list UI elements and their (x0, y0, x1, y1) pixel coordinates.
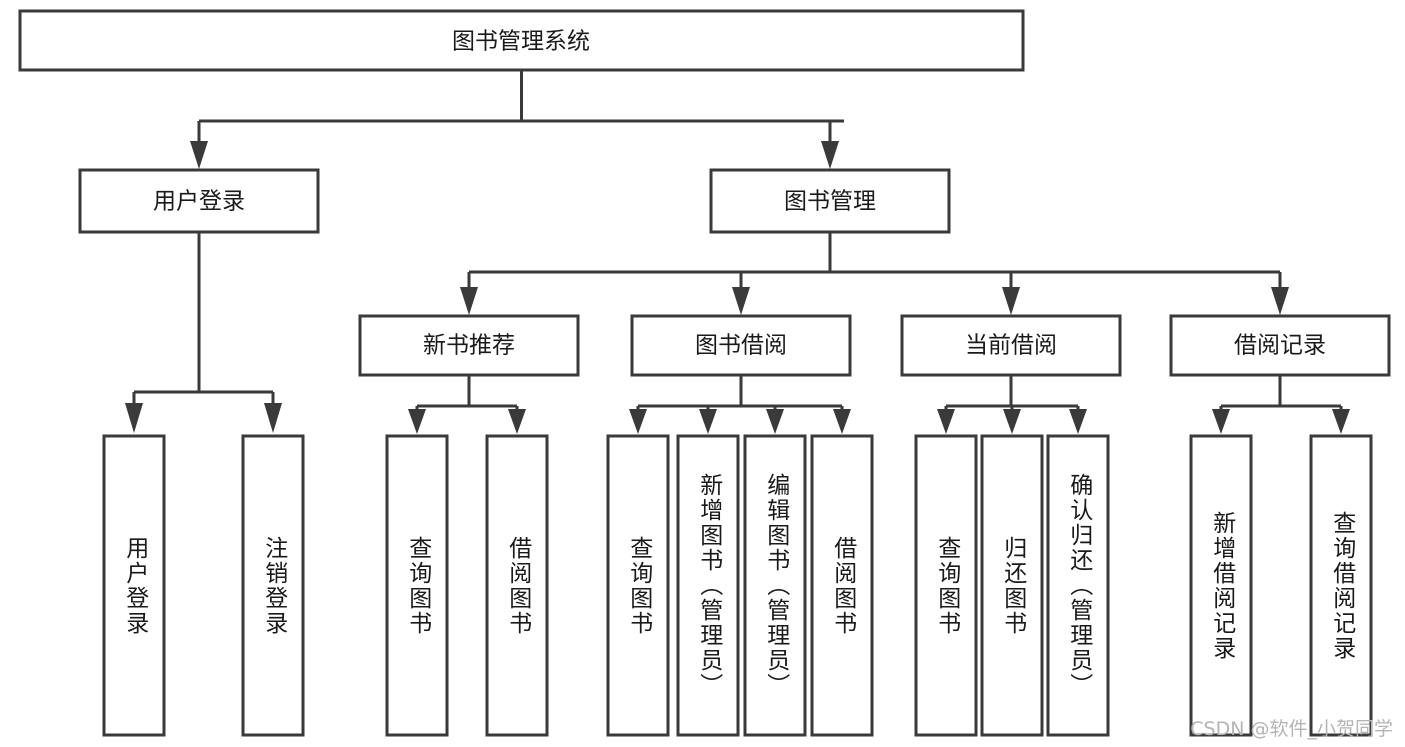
arrow-head-current-borrow (1002, 287, 1020, 315)
arrow-head-leaf-return-book (1003, 409, 1021, 434)
node-leaf-add-book-admin-rect[interactable] (676, 434, 740, 737)
node-new-book-rec-rect[interactable] (358, 314, 580, 377)
connector-group-borrow-record-to-leaves (1212, 375, 1350, 434)
node-current-borrow-rect[interactable] (900, 314, 1122, 377)
arrow-head-leaf-query-borrow-record (1332, 409, 1350, 434)
arrow-head-leaf-edit-book-admin (766, 409, 784, 434)
node-leaf-query-book-3-rect[interactable] (914, 434, 978, 737)
arrow-head-book-borrow (732, 287, 750, 315)
node-leaf-borrow-book-2-rect[interactable] (810, 434, 874, 737)
node-leaf-edit-book-admin-rect[interactable] (743, 434, 807, 737)
node-book-borrow[interactable]: 图书借阅 (630, 314, 852, 377)
arrow-head-leaf-borrow-book-1 (508, 409, 526, 434)
arrow-head-leaf-user-logout (264, 403, 282, 433)
node-borrow-record[interactable]: 借阅记录 (1169, 314, 1391, 377)
node-new-book-rec[interactable]: 新书推荐 (358, 314, 580, 377)
node-leaf-query-book-1-rect[interactable] (385, 434, 449, 737)
connector-group-current-borrow-to-leaves (937, 375, 1087, 434)
connector-group-root-to-level1 (190, 70, 844, 169)
node-new-book-rec-label: 新书推荐 (423, 333, 515, 359)
node-leaf-add-borrow-record-rect[interactable] (1189, 434, 1253, 737)
arrow-head-leaf-borrow-book-2 (833, 409, 851, 434)
node-current-borrow[interactable]: 当前借阅 (900, 314, 1122, 377)
node-user-login[interactable]: 用户登录 (78, 168, 320, 234)
arrow-head-leaf-add-book-admin (699, 409, 717, 434)
arrow-head-leaf-confirm-return-admin (1069, 409, 1087, 434)
node-leaf-confirm-return-admin-rect[interactable] (1046, 434, 1110, 737)
node-user-login-rect[interactable] (78, 168, 320, 234)
node-book-manage[interactable]: 图书管理 (709, 168, 951, 234)
arrow-head-leaf-query-book-2 (629, 409, 647, 434)
node-leaf-user-logout-rect[interactable] (241, 434, 305, 737)
node-leaf-user-login-rect[interactable] (102, 434, 166, 737)
arrow-head-book-manage (821, 141, 839, 169)
node-book-manage-rect[interactable] (709, 168, 951, 234)
node-leaf-query-borrow-record-rect[interactable] (1309, 434, 1373, 737)
arrow-head-leaf-query-book-1 (408, 409, 426, 434)
arrow-head-borrow-record (1271, 287, 1289, 315)
connector-group-user-login-to-leaves (125, 232, 282, 433)
node-current-borrow-label: 当前借阅 (965, 333, 1057, 359)
node-book-manage-label: 图书管理 (784, 189, 876, 215)
connector-group-book-manage-to-level2 (460, 232, 1289, 315)
node-book-borrow-rect[interactable] (630, 314, 852, 377)
arrow-head-leaf-add-borrow-record (1212, 409, 1230, 434)
node-user-login-label: 用户登录 (153, 189, 245, 215)
arrow-head-leaf-query-book-3 (937, 409, 955, 434)
node-borrow-record-rect[interactable] (1169, 314, 1391, 377)
node-book-borrow-label: 图书借阅 (695, 333, 787, 359)
csdn-watermark: CSDN @软件_小贺同学 (1190, 718, 1393, 740)
node-root-label: 图书管理系统 (452, 29, 590, 55)
node-leaf-return-book-rect[interactable] (980, 434, 1044, 737)
connector-group-new-book-rec-to-leaves (408, 375, 526, 434)
arrow-head-leaf-user-login (125, 403, 143, 433)
node-borrow-record-label: 借阅记录 (1234, 333, 1326, 359)
arrow-head-user-login (190, 141, 208, 169)
node-leaf-borrow-book-1-rect[interactable] (485, 434, 549, 737)
node-root[interactable]: 图书管理系统 (18, 9, 1025, 72)
arrow-head-new-book-rec (460, 287, 478, 315)
node-leaf-query-book-2-rect[interactable] (606, 434, 670, 737)
node-root-rect[interactable] (18, 9, 1025, 72)
connector-group-book-borrow-to-leaves (629, 375, 851, 434)
